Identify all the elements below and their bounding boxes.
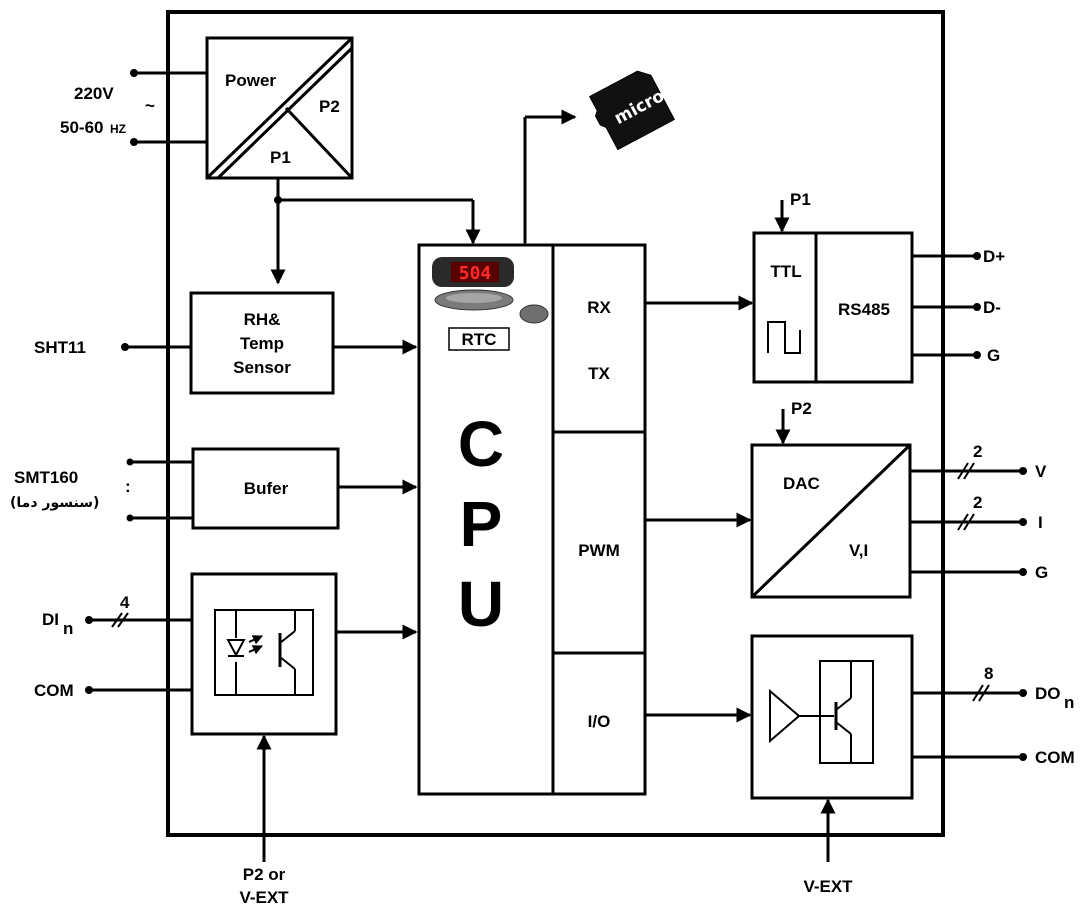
micro-sd-card-icon: micro SD [588, 70, 696, 151]
sht11-input: SHT11 [34, 338, 418, 357]
smt160-note: (سنسور دما) [10, 495, 99, 511]
power-p1-label: P1 [270, 148, 291, 167]
optocoupler-block [190, 572, 338, 736]
rtc-badge: RTC [448, 327, 510, 351]
mains-frequency: 50-60 [60, 118, 103, 137]
optocoupler-icon [214, 609, 314, 696]
dac-p2-label: P2 [791, 399, 812, 418]
di-label: DI [42, 610, 59, 629]
com-input-label: COM [34, 681, 74, 700]
buffer-label: Bufer [244, 479, 289, 498]
rs485-outputs: D+ D- G [912, 247, 1005, 365]
power-title: Power [225, 71, 276, 90]
mains-voltage: 220V [74, 84, 114, 103]
sensor-line2: Temp [240, 334, 284, 353]
cpu-letter-u: U [458, 568, 504, 640]
v-label: V [1035, 462, 1047, 481]
sensor-line1: RH& [244, 310, 281, 329]
enclosure [166, 10, 945, 837]
do-label: DO [1035, 684, 1061, 703]
sht11-label: SHT11 [34, 338, 86, 357]
dac-label: DAC [783, 474, 820, 493]
square-wave-icon [767, 321, 801, 354]
dac-block: DAC V,I P2 [750, 399, 912, 599]
do-subscript: n [1064, 693, 1074, 712]
di-subscript: n [63, 619, 73, 638]
pwm-label: PWM [578, 541, 620, 560]
p2-or-label: P2 or [243, 865, 286, 884]
vi-label: V,I [849, 541, 868, 560]
buffer-block: Bufer [191, 447, 340, 530]
rh-temp-sensor-block: RH& Temp Sensor [189, 291, 335, 395]
alarm-clock-icon: 504 [432, 257, 549, 324]
rs485-label: RS485 [838, 300, 890, 319]
rx-label: RX [587, 298, 611, 317]
d-minus-label: D- [983, 298, 1001, 317]
io-label: I/O [588, 712, 611, 731]
com-output-label: COM [1035, 748, 1075, 767]
i-label: I [1038, 513, 1043, 532]
dac-outputs: 2 V 2 I G [910, 442, 1048, 582]
digital-output-block [750, 634, 914, 800]
g2-label: G [1035, 563, 1048, 582]
v-ext-output-label: V-EXT [803, 877, 853, 896]
d-plus-label: D+ [983, 247, 1005, 266]
cpu-letter-p: P [460, 488, 503, 560]
transistor-icon [769, 660, 874, 764]
power-distribution [270, 178, 481, 285]
smt160-label: SMT160 [14, 468, 78, 487]
power-block: Power P2 P1 [205, 36, 354, 180]
mains-input: 220V ~ 50-60 HZ [60, 69, 207, 146]
ttl-label: TTL [770, 262, 801, 281]
sd-card-link [517, 109, 577, 257]
smt160-input: : SMT160 (سنسور دما) [10, 458, 418, 522]
g1-label: G [987, 346, 1000, 365]
sensor-line3: Sensor [233, 358, 291, 377]
di-count: 4 [120, 593, 130, 612]
mains-tilde: ~ [145, 96, 155, 115]
cpu-letter-c: C [458, 408, 504, 480]
rtc-label: RTC [462, 330, 497, 349]
i-count: 2 [973, 493, 982, 512]
rs485-block: TTL RS485 P1 [752, 190, 914, 384]
do-count: 8 [984, 664, 993, 683]
smt160-dots: : [125, 477, 131, 496]
power-p2-label: P2 [319, 97, 340, 116]
do-outputs: 8 DO n COM V-EXT [803, 664, 1074, 896]
di-input: 4 DI n COM P2 or V-EXT [34, 593, 418, 907]
rtc-clock-display: 504 [459, 263, 492, 284]
tx-label: TX [588, 364, 610, 383]
rs485-p1-label: P1 [790, 190, 811, 209]
v-ext-input-label: V-EXT [239, 888, 289, 907]
mains-frequency-unit: HZ [110, 122, 126, 136]
v-count: 2 [973, 442, 982, 461]
